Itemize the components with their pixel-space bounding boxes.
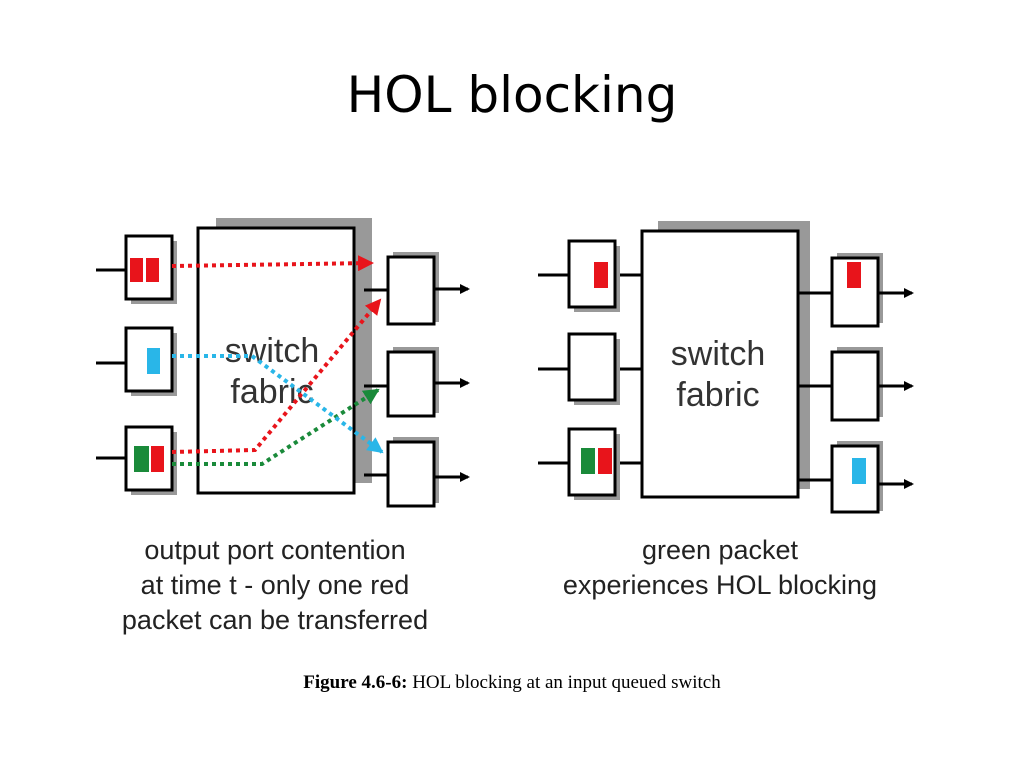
slide-title: HOL blocking (346, 66, 678, 124)
right-input-port-3 (538, 427, 642, 500)
red-packet (594, 262, 608, 288)
right-fabric-label-line-1: switch (671, 335, 765, 373)
left-output-port-2 (364, 347, 470, 418)
left-fabric-label-line-1: switch (225, 332, 319, 370)
red-packet-path-1 (171, 255, 374, 272)
right-caption: green packet experiences HOL blocking (520, 533, 920, 603)
green-packet (581, 448, 595, 474)
red-packet (146, 258, 159, 282)
right-output-port-3 (798, 441, 914, 514)
left-output-port-3 (364, 437, 470, 508)
figure-caption-text: HOL blocking at an input queued switch (407, 672, 721, 693)
right-input-port-1 (538, 239, 642, 312)
left-fabric-label-line-2: fabric (230, 373, 313, 411)
left-output-port-1 (364, 252, 470, 326)
left-input-port-2 (96, 326, 177, 396)
figure-caption-label: Figure 4.6-6: (303, 672, 408, 693)
left-caption-line: packet can be transferred (121, 605, 429, 635)
right-output-port-1 (798, 253, 914, 328)
left-caption-line: output port contention (144, 535, 406, 565)
right-diagram: switch fabric (538, 221, 914, 514)
blue-packet (147, 348, 160, 374)
red-packet (847, 262, 861, 288)
right-switch-fabric (640, 221, 810, 499)
right-input-port-2 (538, 332, 642, 405)
left-input-port-1 (96, 234, 177, 304)
left-caption-line: at time t - only one red (140, 570, 410, 600)
right-caption-line: experiences HOL blocking (562, 570, 878, 600)
blue-packet (852, 458, 866, 484)
left-caption: output port contention at time t - only … (80, 533, 470, 638)
right-output-port-2 (798, 347, 914, 422)
blue-packet-path (172, 354, 384, 454)
right-fabric-label-line-2: fabric (676, 376, 759, 414)
left-input-port-3 (96, 425, 177, 495)
green-packet (134, 446, 149, 472)
left-diagram: switch fabric (96, 218, 470, 508)
left-switch-fabric (196, 218, 372, 495)
green-packet-path (172, 388, 380, 466)
red-packet (130, 258, 143, 282)
red-packet-path-2 (171, 298, 382, 454)
red-packet (598, 448, 612, 474)
figure-caption: Figure 4.6-6: HOL blocking at an input q… (0, 672, 1024, 694)
right-caption-line: green packet (641, 535, 799, 565)
red-packet (151, 446, 164, 472)
